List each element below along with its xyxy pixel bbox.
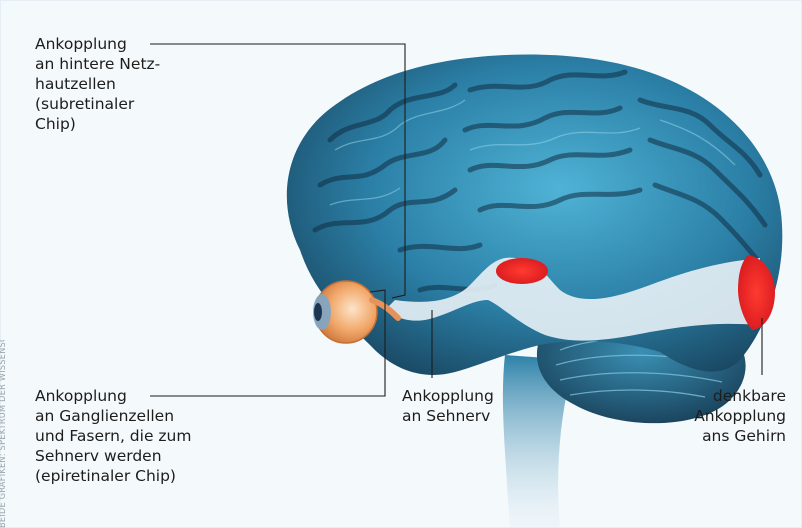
label-line: (epiretinaler Chip): [35, 466, 191, 486]
label-line: denkbare: [694, 386, 786, 406]
label-line: (subretinaler: [35, 94, 160, 114]
lgn-target: [496, 258, 548, 284]
label-line: Ankopplung: [35, 34, 160, 54]
label-line: Ankopplung: [35, 386, 191, 406]
label-line: Chip): [35, 114, 160, 134]
label-epiretinal: Ankopplung an Ganglienzellen und Fasern,…: [35, 386, 191, 486]
label-line: und Fasern, die zum: [35, 426, 191, 446]
label-line: hautzellen: [35, 74, 160, 94]
image-credit: BEIDE GRAFIKEN: SPEKTRUM DER WISSENSCHAF…: [0, 340, 12, 528]
label-subretinal: Ankopplung an hintere Netz- hautzellen (…: [35, 34, 160, 134]
label-sehnerv: Ankopplung an Sehnerv: [402, 386, 494, 426]
label-line: Ankopplung: [402, 386, 494, 406]
label-line: an hintere Netz-: [35, 54, 160, 74]
label-line: ans Gehirn: [694, 426, 786, 446]
label-line: Sehnerv werden: [35, 446, 191, 466]
label-line: an Sehnerv: [402, 406, 494, 426]
label-line: Ankopplung: [694, 406, 786, 426]
label-line: an Ganglienzellen: [35, 406, 191, 426]
label-gehirn: denkbare Ankopplung ans Gehirn: [694, 386, 786, 446]
